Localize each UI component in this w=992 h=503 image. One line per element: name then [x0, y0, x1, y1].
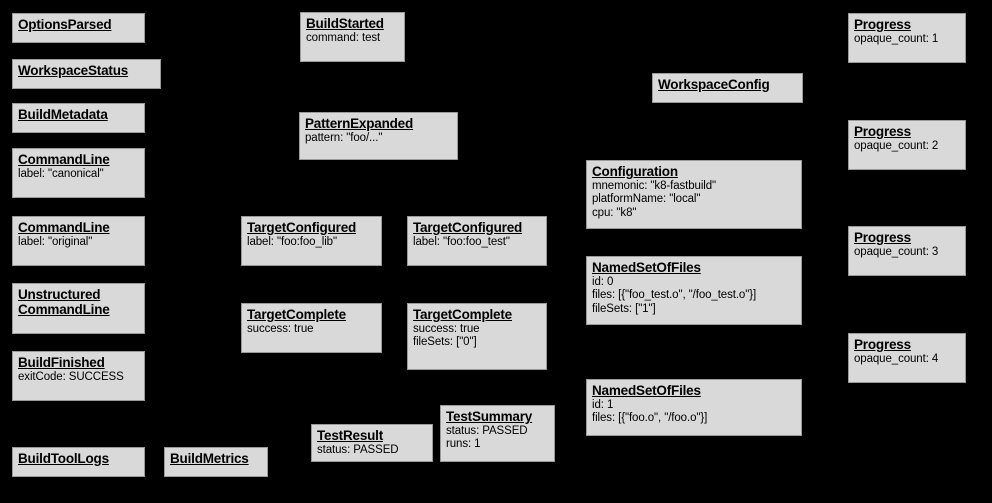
node-title: Configuration	[592, 164, 678, 179]
node-field: opaque_count: 1	[854, 33, 939, 46]
node-fields: label: "original"	[18, 236, 139, 249]
node-field: opaque_count: 4	[854, 353, 939, 366]
node-title: NamedSetOfFiles	[592, 260, 701, 275]
node-field: status: PASSED	[446, 425, 528, 438]
node-workspace-config[interactable]: WorkspaceConfig	[652, 73, 803, 103]
node-title: TargetConfigured	[247, 220, 357, 235]
node-field: success: true	[413, 323, 480, 336]
node-field: id: 1	[592, 399, 614, 412]
node-title: Progress	[854, 124, 911, 139]
node-field: label: "original"	[18, 236, 93, 249]
node-field: success: true	[247, 323, 314, 336]
node-field: label: "foo:foo_lib"	[247, 236, 337, 249]
node-unstructured-command-line[interactable]: Unstructured CommandLine	[12, 283, 145, 334]
node-field: label: "canonical"	[18, 168, 104, 181]
node-field: fileSets: ["1"]	[592, 302, 656, 315]
node-title: TargetComplete	[247, 307, 346, 322]
node-title: Progress	[854, 17, 911, 32]
node-title: Unstructured CommandLine	[18, 287, 110, 318]
node-title: CommandLine	[18, 152, 110, 167]
node-title: BuildToolLogs	[18, 451, 109, 466]
node-title: Progress	[854, 337, 911, 352]
node-field: fileSets: ["0"]	[413, 336, 477, 349]
node-field: cpu: "k8"	[592, 206, 637, 219]
node-field: platformName: "local"	[592, 193, 701, 206]
node-fields: label: "foo:foo_test"	[413, 236, 541, 249]
node-fields: opaque_count: 4	[854, 353, 960, 366]
node-field: mnemonic: "k8-fastbuild"	[592, 180, 717, 193]
node-title: WorkspaceConfig	[658, 77, 770, 92]
node-fields: opaque_count: 2	[854, 140, 960, 153]
node-field: opaque_count: 2	[854, 140, 939, 153]
node-title: TargetConfigured	[413, 220, 523, 235]
node-fields: opaque_count: 1	[854, 33, 960, 46]
node-build-metadata[interactable]: BuildMetadata	[12, 103, 145, 133]
node-field: files: [{"foo_test.o", "/foo_test.o"}]	[592, 289, 757, 302]
node-title: BuildStarted	[306, 16, 384, 31]
node-field: label: "foo:foo_test"	[413, 236, 510, 249]
node-build-metrics[interactable]: BuildMetrics	[164, 447, 268, 477]
node-fields: label: "foo:foo_lib"	[247, 236, 376, 249]
node-workspace-status[interactable]: WorkspaceStatus	[12, 59, 161, 89]
node-fields: command: test	[306, 32, 399, 45]
node-field: status: PASSED	[317, 444, 399, 457]
node-title: BuildFinished	[18, 355, 105, 370]
node-title: TestResult	[317, 428, 384, 443]
node-field: files: [{"foo.o", "/foo.o"}]	[592, 412, 708, 425]
node-field: opaque_count: 3	[854, 246, 939, 259]
node-fields: opaque_count: 3	[854, 246, 960, 259]
node-field: exitCode: SUCCESS	[18, 371, 124, 384]
node-field: runs: 1	[446, 438, 481, 451]
node-fields: pattern: "foo/..."	[305, 132, 452, 145]
node-fields: exitCode: SUCCESS	[18, 371, 139, 384]
node-field: pattern: "foo/..."	[305, 132, 383, 145]
node-build-tool-logs[interactable]: BuildToolLogs	[12, 447, 145, 477]
node-title: CommandLine	[18, 220, 110, 235]
node-fields: mnemonic: "k8-fastbuild"platformName: "l…	[592, 180, 796, 219]
node-field: id: 0	[592, 276, 614, 289]
node-title: BuildMetrics	[170, 451, 249, 466]
node-field: command: test	[306, 32, 381, 45]
node-title: TargetComplete	[413, 307, 512, 322]
node-title: WorkspaceStatus	[18, 63, 129, 78]
node-title: BuildMetadata	[18, 107, 108, 122]
node-title: TestSummary	[446, 409, 533, 424]
node-fields: status: PASSED	[317, 444, 427, 457]
node-title: NamedSetOfFiles	[592, 383, 701, 398]
node-fields: success: true	[247, 323, 376, 336]
node-fields: label: "canonical"	[18, 168, 139, 181]
node-options-parsed[interactable]: OptionsParsed	[12, 13, 145, 43]
node-title: Progress	[854, 230, 911, 245]
node-title: PatternExpanded	[305, 116, 414, 131]
node-title: OptionsParsed	[18, 17, 112, 32]
